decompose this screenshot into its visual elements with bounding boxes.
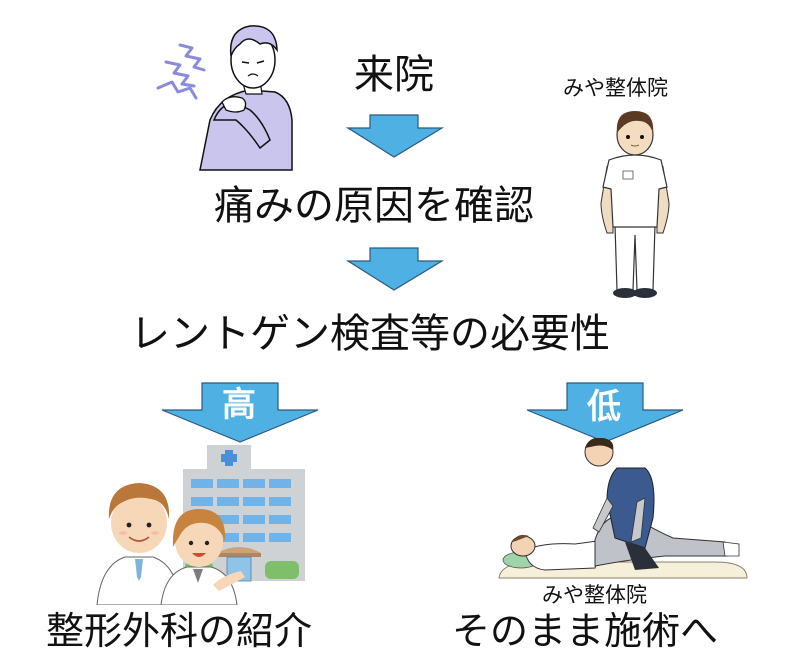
outcome-low-label: そのまま施術へ	[452, 609, 719, 653]
branch-badge-high: 高	[222, 385, 256, 425]
step-visit-label: 来院	[354, 52, 434, 98]
down-arrow-icon	[526, 382, 684, 443]
down-arrow-icon	[161, 382, 319, 443]
step-xray-label: レントゲン検査等の必要性	[130, 311, 610, 357]
branch-arrow-low: 低	[525, 382, 685, 444]
nurse-icon	[160, 509, 245, 606]
practitioner-caption: みや整体院	[563, 76, 668, 100]
branch-arrow-high: 高	[160, 382, 320, 444]
doctor-icon	[96, 483, 182, 606]
treatment-illustration	[495, 437, 750, 586]
down-arrow-icon	[346, 114, 444, 158]
step-check-label: 痛みの原因を確認	[214, 183, 534, 229]
pain-zigzag-icon	[156, 43, 206, 100]
hospital-doctors-illustration	[95, 445, 330, 606]
down-arrow-icon	[346, 247, 444, 291]
treatment-caption: みや整体院	[542, 583, 647, 607]
branch-badge-low: 低	[587, 387, 621, 427]
outcome-high-label: 整形外科の紹介	[46, 609, 313, 653]
practitioner-illustration	[595, 105, 675, 305]
patient-illustration	[150, 10, 300, 180]
